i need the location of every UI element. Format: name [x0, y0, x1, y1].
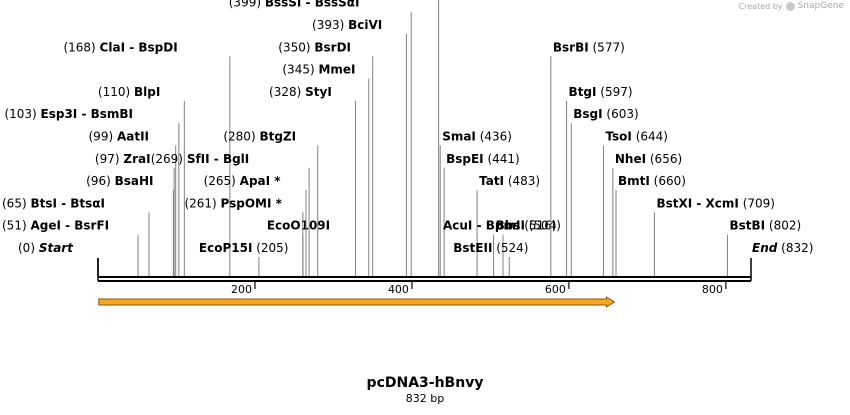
site-label: BstXI - XcmI (709) — [656, 196, 775, 210]
site-label: SmaI (436) — [442, 130, 512, 144]
site-label: (99) AatII — [89, 130, 150, 144]
site-label: End (832) — [752, 241, 813, 255]
site-bstbi: BstBI (802) — [726, 219, 801, 276]
site-bstxi: BstXI - XcmI (709) — [653, 196, 775, 276]
site-label: (103) Esp3I - BsmBI — [4, 107, 133, 121]
site-label: (0) Start — [18, 241, 74, 255]
site-bsgi: BsgI (603) — [570, 107, 639, 276]
snapgene-logo-icon — [785, 1, 795, 11]
site-label: (96) BsaHI — [86, 174, 153, 188]
ruler-tick-label: 400 — [388, 283, 409, 296]
site-label: BsrBI (577) — [553, 40, 625, 54]
site-aatii: (99) AatII — [89, 130, 177, 276]
site-label: TsoI (644) — [605, 130, 668, 144]
feature-arrow — [98, 296, 616, 308]
site-apai: (265) ApaI * — [204, 174, 307, 276]
credit-brand: SnapGene — [797, 1, 844, 11]
site-nhei: NheI (656) — [612, 152, 682, 276]
site-bspei: BspEI (441) — [443, 152, 520, 276]
ruler-tick-label: 600 — [545, 283, 566, 296]
site-end: End (832) — [752, 241, 813, 255]
site-ecop15i: EcoP15I (205) — [199, 241, 289, 276]
site-bsssi: (399) BssSI - BssSαI — [229, 0, 412, 276]
site-label: (97) ZraI — [95, 152, 151, 166]
site-label: (328) StyI — [269, 85, 332, 99]
sequence-name: pcDNA3-hBnvy — [366, 375, 484, 391]
ruler-tick-label: 800 — [702, 283, 723, 296]
site-label: (265) ApaI * — [204, 174, 282, 188]
site-label: (51) AgeI - BsrFI — [2, 219, 109, 233]
site-label: (345) MmeI — [282, 63, 355, 77]
site-label: BtgI (597) — [569, 85, 633, 99]
site-bsteii: BstEII (524) — [453, 241, 529, 276]
site-zrai: (97) ZraI — [95, 152, 175, 276]
site-label: (168) ClaI - BspDI — [63, 40, 177, 54]
site-bcivi: (393) BciVI — [312, 18, 407, 276]
sequence-length: 832 bp — [405, 392, 445, 405]
site-sfli: (269) SfII - BglI — [151, 152, 310, 276]
site-bsrbi: BsrBI (577) — [550, 40, 625, 276]
site-label: EcoO109I — [267, 219, 330, 233]
site-label: AcuI - BpmI (516) — [443, 219, 557, 233]
site-bsahi: (96) BsaHI — [86, 174, 174, 276]
site-label: (399) BssSI - BssSαI — [229, 0, 360, 10]
site-btgzi: (280) BtgZI — [223, 130, 319, 276]
site-agei: (51) AgeI - BsrFI — [2, 219, 139, 276]
site-tati: TatI (483) — [476, 174, 540, 276]
site-btgi: BtgI (597) — [566, 85, 633, 276]
site-acui: AcuI - BpmI (516) — [443, 219, 557, 276]
ruler-tick-label: 200 — [231, 283, 252, 296]
site-esp3i: (103) Esp3I - BsmBI — [4, 107, 180, 276]
site-styi: (328) StyI — [269, 85, 356, 276]
site-label: BstEII (524) — [453, 241, 528, 255]
site-bmti: BmtI (660) — [615, 174, 686, 276]
site-label: BbsI (504) — [496, 219, 561, 233]
site-tsoi: TsoI (644) — [602, 130, 668, 276]
site-label: BsgI (603) — [573, 107, 638, 121]
site-bbsi: BbsI (504) — [493, 219, 561, 276]
site-label: BstBI (802) — [729, 219, 801, 233]
site-mmei: (345) MmeI — [282, 63, 370, 276]
site-label: (269) SfII - BglI — [151, 152, 250, 166]
site-label: (350) BsrDI — [278, 40, 351, 54]
site-label: (261) PspOMI * — [184, 196, 282, 210]
site-label: (65) BtsI - BtsαI — [2, 196, 105, 210]
site-label: (393) BciVI — [312, 18, 382, 32]
site-clai: (168) ClaI - BspDI — [63, 40, 231, 276]
site-btsi: (65) BtsI - BtsαI — [2, 196, 150, 276]
site-start: (0) Start — [18, 241, 99, 276]
site-avai: (434) AvaI - XmaI - BsoBI - TspMI — [438, 0, 440, 276]
site-label: NheI (656) — [615, 152, 682, 166]
site-smai: SmaI (436) — [439, 130, 512, 276]
site-pspomi: (261) PspOMI * — [184, 196, 304, 276]
site-bsrdi: (350) BsrDI — [278, 40, 374, 276]
site-label: BspEI (441) — [446, 152, 520, 166]
site-blpi: (110) BlpI — [98, 85, 185, 276]
site-label: (280) BtgZI — [223, 130, 296, 144]
site-label: EcoP15I (205) — [199, 241, 289, 255]
site-label: (110) BlpI — [98, 85, 160, 99]
site-label: BmtI (660) — [618, 174, 686, 188]
site-label: TatI (483) — [479, 174, 540, 188]
credit-prefix: Created by — [738, 1, 783, 11]
snapgene-credit: Created by SnapGene — [739, 1, 844, 11]
